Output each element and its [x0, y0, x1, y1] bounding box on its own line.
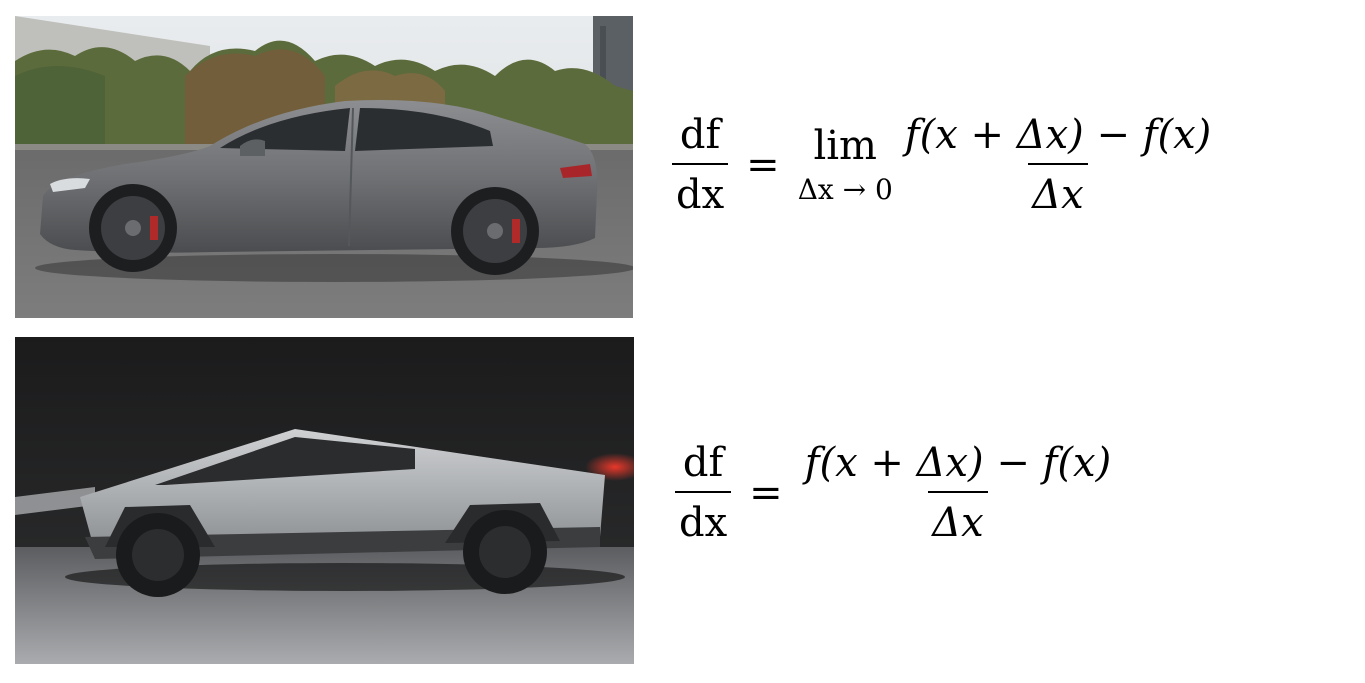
lhs-denominator: dx [672, 163, 729, 215]
rhs-fraction: f(x + Δx) − f(x) Δx [901, 115, 1215, 215]
rhs-numerator: f(x + Δx) − f(x) [904, 112, 1212, 158]
sedan-illustration [15, 16, 633, 318]
lhs-numerator: df [679, 112, 721, 158]
sedan-photo [15, 16, 633, 318]
difference-quotient-formula: df dx = f(x + Δx) − f(x) Δx [675, 430, 1115, 556]
truck-photo [15, 337, 634, 664]
truck-illustration [15, 337, 634, 664]
lhs-fraction: df dx [675, 440, 732, 543]
equals-sign: = [746, 142, 780, 188]
limit-subscript: Δx → 0 [797, 173, 893, 206]
derivative-limit-formula: df dx = lim Δx → 0 f(x + Δx) − f(x) Δx [672, 100, 1215, 230]
lhs-denominator: dx [675, 491, 732, 543]
rhs-numerator: f(x + Δx) − f(x) [804, 440, 1112, 486]
rhs-denominator: Δx [928, 491, 988, 543]
limit-operator: lim Δx → 0 [798, 126, 893, 204]
lhs-fraction: df dx [672, 112, 729, 215]
equals-sign: = [749, 470, 783, 516]
lhs-numerator: df [682, 440, 724, 486]
limit-word: lim [813, 123, 877, 169]
rhs-denominator: Δx [1028, 163, 1088, 215]
rhs-fraction: f(x + Δx) − f(x) Δx [801, 443, 1115, 543]
